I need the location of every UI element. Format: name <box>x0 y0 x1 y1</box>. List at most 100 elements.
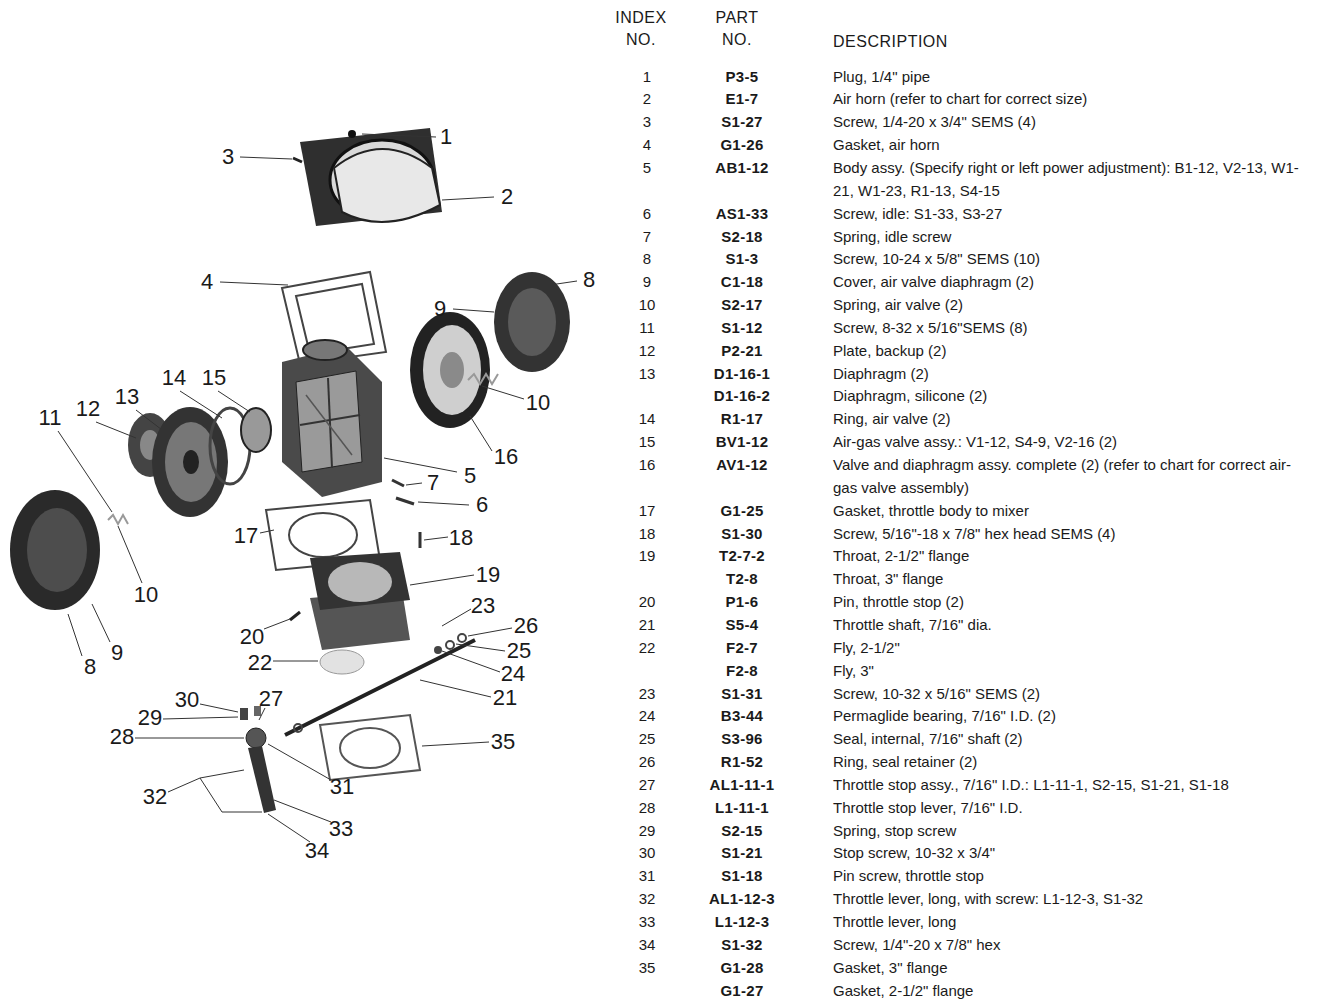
callout-number: 22 <box>247 651 273 675</box>
part-description: Seal, internal, 7/16" shaft (2) <box>833 728 1311 751</box>
part-drawing <box>68 614 82 656</box>
part-number: L1-11-1 <box>692 797 792 820</box>
part-drawing <box>300 128 442 226</box>
callout-number: 6 <box>475 493 489 517</box>
callout-number: 16 <box>493 445 519 469</box>
part-number: AL1-11-1 <box>692 774 792 797</box>
index-number: 27 <box>625 774 669 797</box>
index-number: 21 <box>625 614 669 637</box>
callout-number: 11 <box>38 406 63 430</box>
part-drawing <box>289 513 357 557</box>
index-number: 12 <box>625 340 669 363</box>
part-number: C1-18 <box>692 271 792 294</box>
callout-number: 33 <box>328 817 354 841</box>
part-description: Fly, 2-1/2" <box>833 637 1311 660</box>
part-description: Air-gas valve assy.: V1-12, S4-9, V2-16 … <box>833 431 1311 454</box>
part-drawing <box>268 814 310 842</box>
part-description: Gasket, 2-1/2" flange <box>833 980 1311 1003</box>
part-description: Plug, 1/4" pipe <box>833 66 1311 89</box>
part-drawing <box>419 532 422 548</box>
part-drawing <box>442 197 494 200</box>
index-number: 14 <box>625 408 669 431</box>
callout-number: 7 <box>426 471 440 495</box>
index-number: 31 <box>625 865 669 888</box>
index-number: 11 <box>625 317 669 340</box>
part-drawing <box>27 508 87 592</box>
diaphragm-cover <box>468 272 570 384</box>
throttle-shaft <box>285 634 475 735</box>
callout-number: 1 <box>439 125 453 149</box>
part-number: P1-6 <box>692 591 792 614</box>
index-number: 35 <box>625 957 669 980</box>
part-drawing <box>200 704 238 712</box>
callout-number: 30 <box>174 688 200 712</box>
callout-number: 29 <box>137 706 163 730</box>
part-drawing <box>420 680 491 697</box>
index-number: 2 <box>625 88 669 111</box>
index-number: 1 <box>625 66 669 89</box>
part-number: P3-5 <box>692 66 792 89</box>
index-number: 16 <box>625 454 669 477</box>
part-drawing <box>482 386 524 399</box>
part-drawing <box>424 537 448 540</box>
part-number: S2-17 <box>692 294 792 317</box>
index-number: 20 <box>625 591 669 614</box>
index-number: 7 <box>625 226 669 249</box>
diaphragm <box>410 312 490 428</box>
callout-number: 13 <box>114 385 140 409</box>
part-number: S1-27 <box>692 111 792 134</box>
part-number: S1-18 <box>692 865 792 888</box>
part-number: D1-16-2 <box>692 385 792 408</box>
part-description: Ring, seal retainer (2) <box>833 751 1311 774</box>
part-drawing <box>183 450 199 474</box>
part-drawing <box>152 407 228 517</box>
part-drawing <box>294 724 302 732</box>
part-drawing <box>418 502 469 505</box>
part-number: S2-15 <box>692 820 792 843</box>
part-number: B3-44 <box>692 705 792 728</box>
index-number: 30 <box>625 842 669 865</box>
part-drawing <box>422 742 489 746</box>
part-number: F2-7 <box>692 637 792 660</box>
callout-number: 31 <box>329 775 355 799</box>
part-drawing <box>446 641 454 649</box>
gasket <box>320 715 420 780</box>
part-number: S3-96 <box>692 728 792 751</box>
part-number: AL1-12-3 <box>692 888 792 911</box>
part-drawing <box>218 391 250 412</box>
part-number: S1-12 <box>692 317 792 340</box>
part-drawing <box>285 640 475 735</box>
part-drawing <box>168 770 262 812</box>
part-drawing <box>135 738 244 739</box>
part-drawing <box>458 634 466 642</box>
part-number: G1-26 <box>692 134 792 157</box>
part-drawing <box>163 717 238 719</box>
part-description: Spring, air valve (2) <box>833 294 1311 317</box>
callout-number: 27 <box>258 687 284 711</box>
part-drawing <box>362 134 436 137</box>
part-drawing <box>442 609 471 626</box>
part-number: S5-4 <box>692 614 792 637</box>
part-drawing <box>10 490 100 610</box>
part-drawing <box>165 422 217 502</box>
callout-number: 28 <box>109 725 135 749</box>
part-description: Screw, 1/4"-20 x 7/8" hex <box>833 934 1311 957</box>
part-number: AV1-12 <box>692 454 792 477</box>
air-valve-parts <box>10 407 271 610</box>
part-description: Fly, 3" <box>833 660 1311 683</box>
callout-number: 26 <box>513 614 539 638</box>
callout-number: 17 <box>233 524 259 548</box>
table-header: PART NO. <box>707 7 767 51</box>
part-drawing <box>470 416 492 451</box>
part-number: T2-7-2 <box>692 545 792 568</box>
part-number: S1-21 <box>692 842 792 865</box>
part-description: Gasket, 3" flange <box>833 957 1311 980</box>
callout-number: 3 <box>221 145 235 169</box>
idle-screw <box>392 480 420 548</box>
part-number: S1-32 <box>692 934 792 957</box>
callout-number: 35 <box>490 730 516 754</box>
part-drawing <box>296 371 362 472</box>
index-number: 23 <box>625 683 669 706</box>
